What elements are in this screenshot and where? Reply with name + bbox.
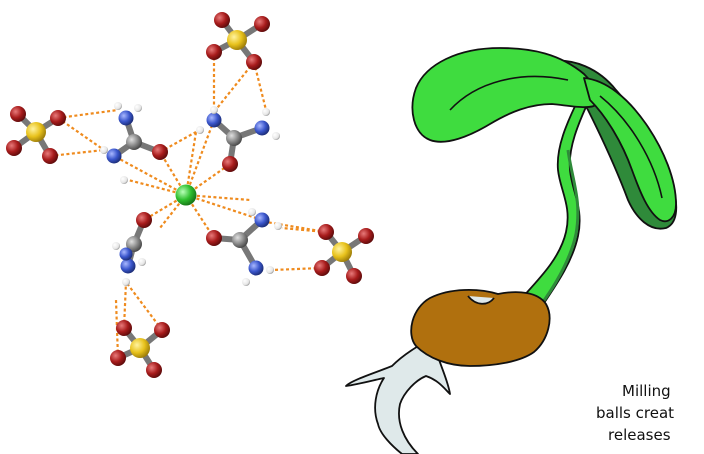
- seedling-leaf-front: [411, 47, 601, 143]
- seedling-stem: [519, 95, 591, 313]
- atoms: [6, 12, 374, 378]
- seedling-root: [345, 337, 451, 454]
- caption-line-2: balls creat: [596, 404, 675, 422]
- caption-text: Milling balls creat releases: [596, 380, 704, 446]
- seedling-seed: [410, 289, 551, 367]
- molecule-structure: [6, 12, 374, 378]
- seedling-illustration: [345, 47, 678, 454]
- caption-line-3: releases: [608, 426, 671, 444]
- caption-line-1: Milling: [622, 382, 671, 400]
- seedling-leaf-right: [583, 77, 677, 223]
